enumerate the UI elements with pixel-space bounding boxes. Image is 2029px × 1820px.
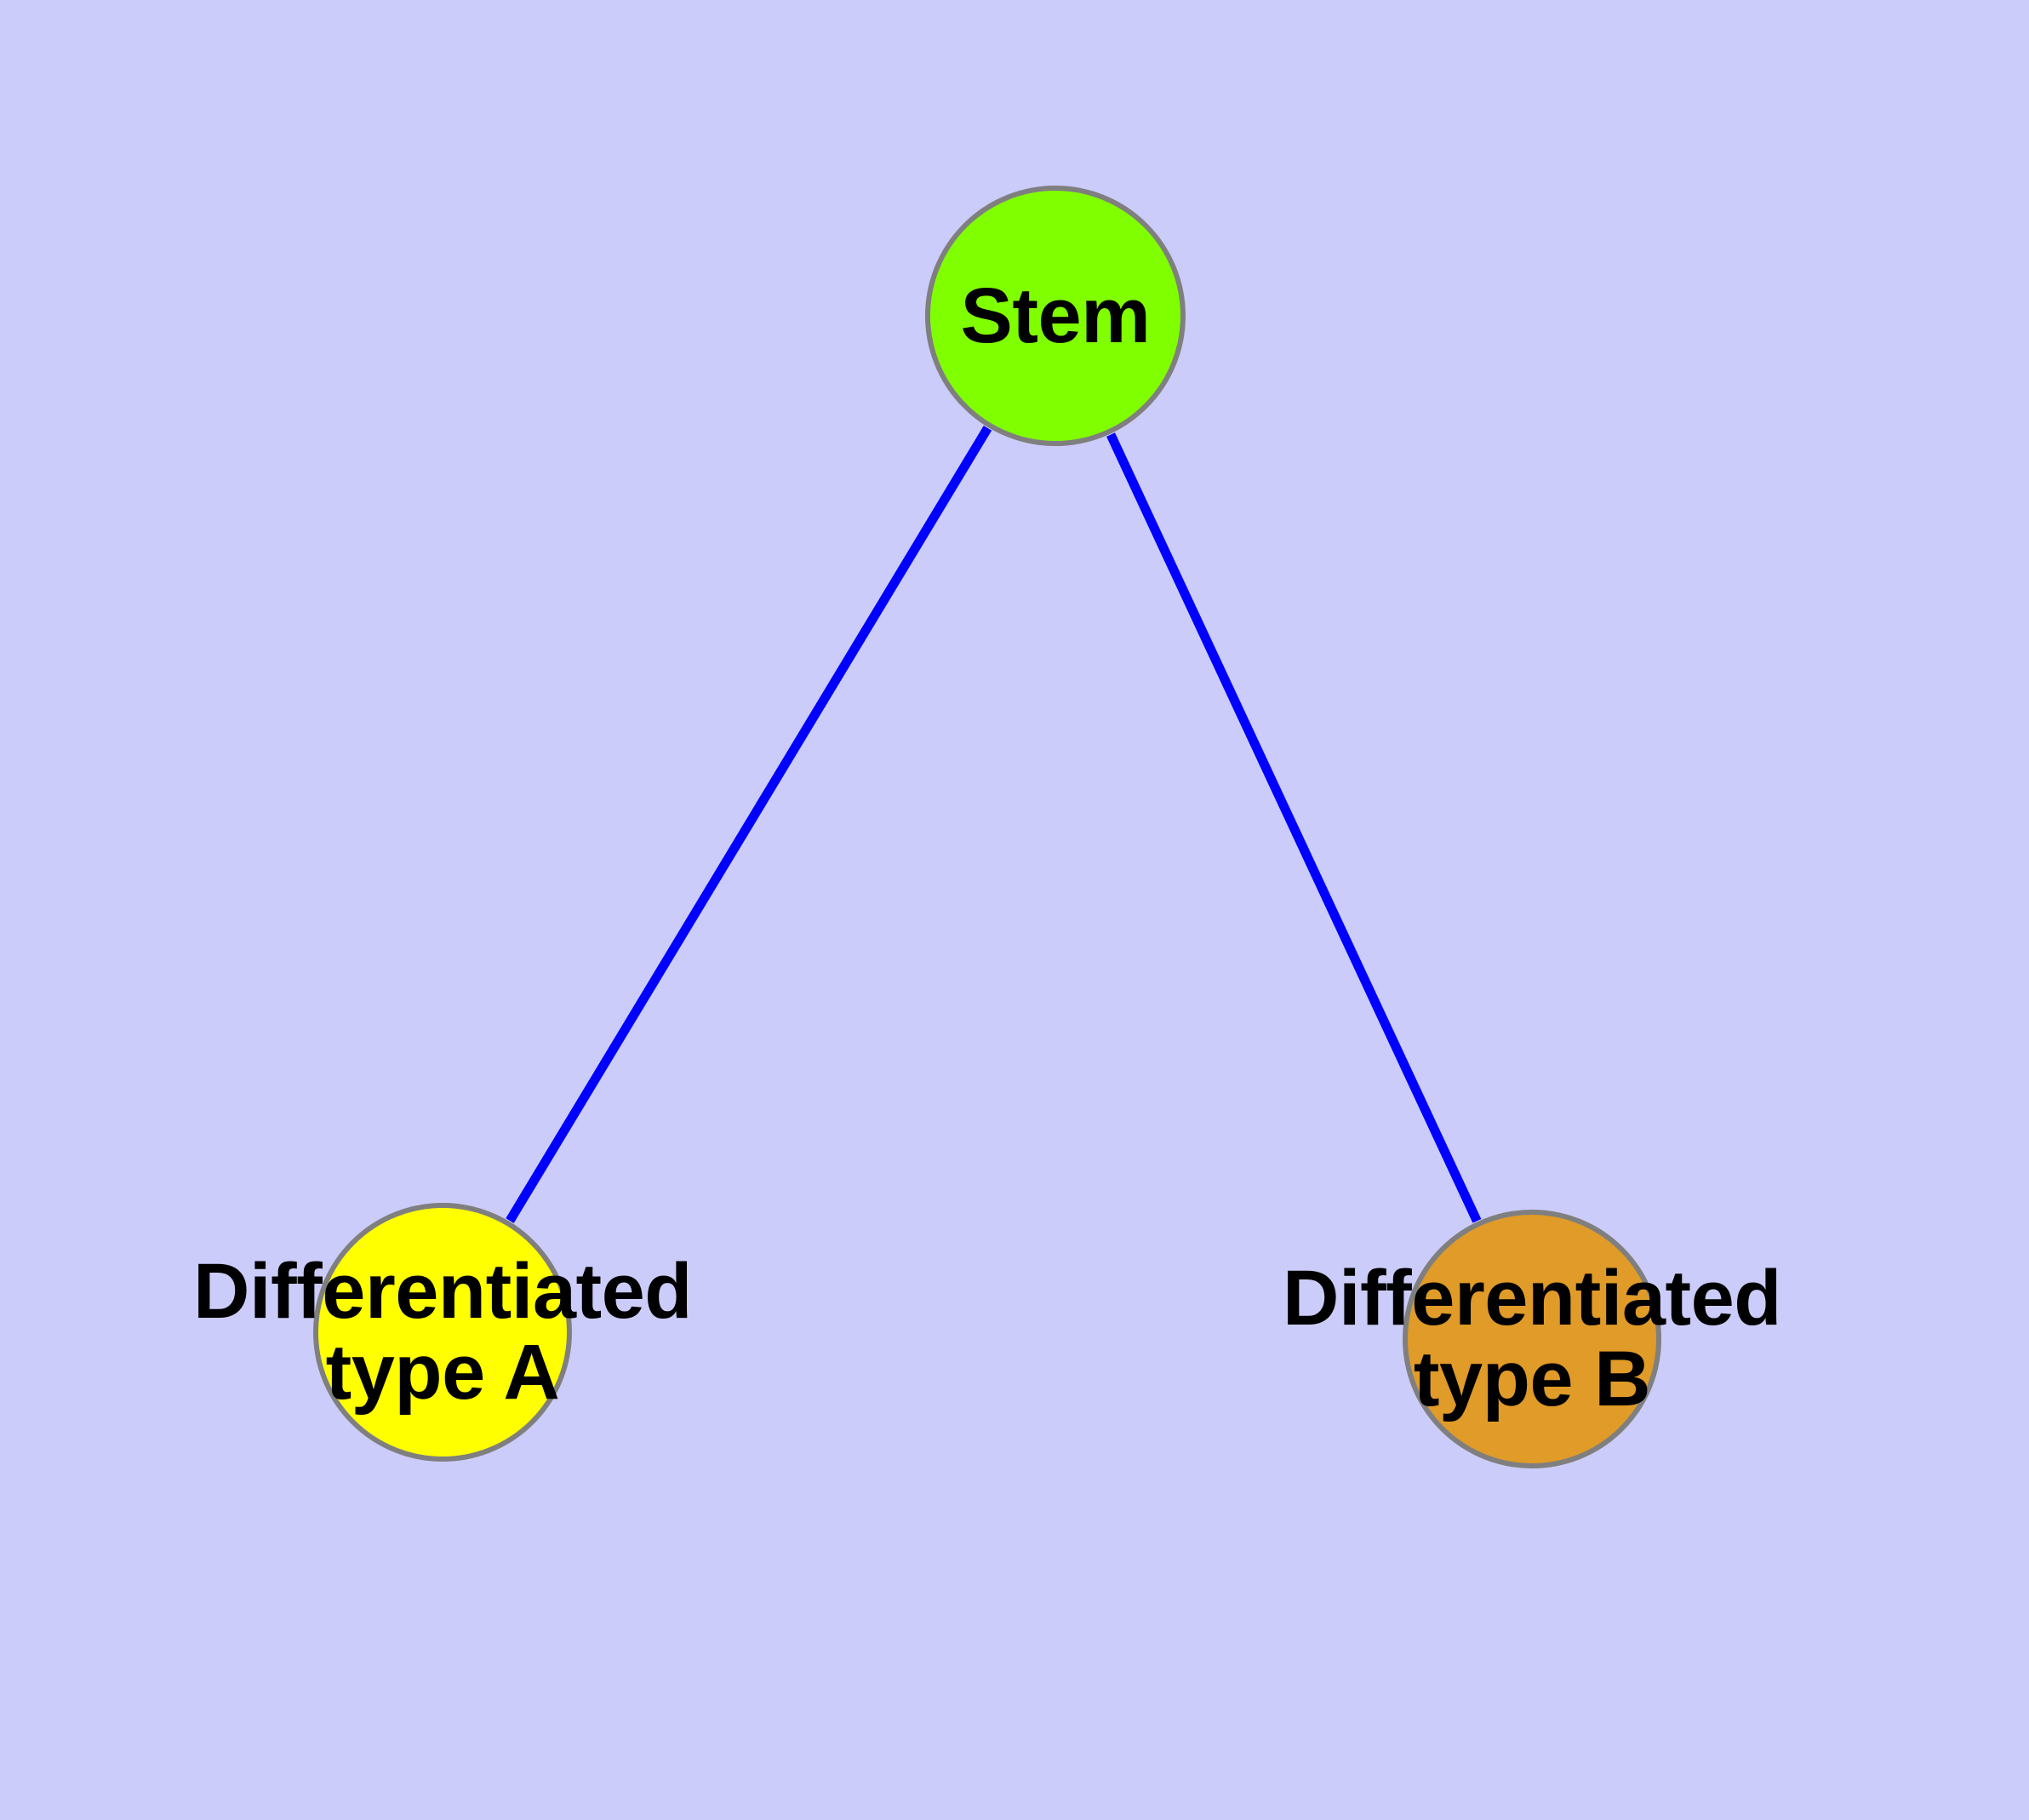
node-differentiated-type-b-label: Differentiated type B	[1283, 1255, 1781, 1422]
node-stem-label: Stem	[960, 272, 1151, 359]
node-stem[interactable]: Stem	[925, 186, 1186, 446]
node-differentiated-type-b-circle	[1403, 1210, 1661, 1468]
node-stem-circle	[925, 186, 1186, 446]
node-differentiated-type-a-label: Differentiated type A	[193, 1248, 692, 1416]
edge-stem-to-differentiated-type-a	[506, 426, 992, 1223]
node-differentiated-type-a[interactable]: Differentiated type A	[193, 1203, 692, 1462]
edge-stem-to-differentiated-type-b	[1106, 432, 1482, 1223]
node-differentiated-type-b[interactable]: Differentiated type B	[1283, 1210, 1781, 1468]
node-differentiated-type-a-circle	[313, 1203, 572, 1462]
